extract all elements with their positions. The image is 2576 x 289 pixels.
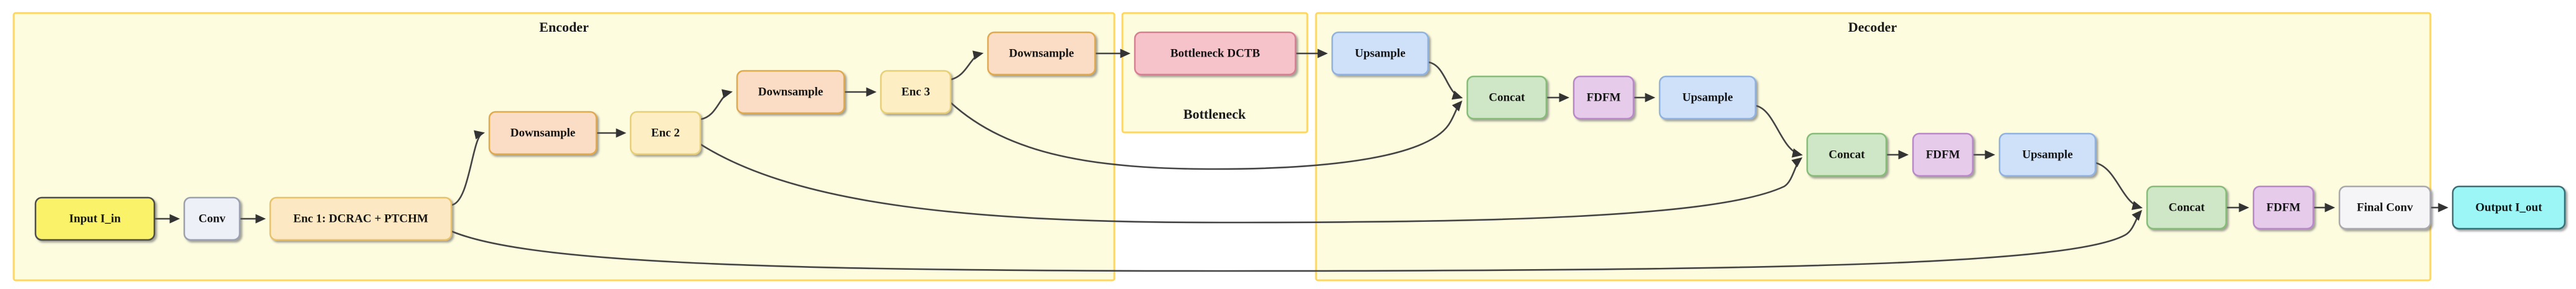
node-down1[interactable]: Downsample (488, 111, 598, 155)
node-label-up1: Upsample (1355, 47, 1405, 60)
node-label-down3: Downsample (1009, 47, 1074, 60)
edge-enc2-to-concat2 (700, 143, 1803, 224)
node-label-fdfm1: FDFM (1587, 91, 1621, 104)
edge-enc1-to-concat3 (451, 209, 2142, 272)
node-box-concat3[interactable] (2146, 185, 2227, 230)
node-box-input[interactable] (34, 196, 156, 241)
edge-up1-to-concat1 (1427, 61, 1463, 100)
node-box-bottleneck[interactable] (1134, 31, 1297, 76)
node-label-fdfm3: FDFM (2267, 201, 2301, 214)
node-concat2[interactable]: Concat (1806, 132, 1887, 177)
edge-enc3-to-concat1 (950, 100, 1462, 170)
node-label-bottleneck: Bottleneck DCTB (1170, 47, 1260, 60)
node-box-up1[interactable] (1331, 31, 1429, 76)
node-finalconv[interactable]: Final Conv (2338, 185, 2432, 230)
node-bottleneck[interactable]: Bottleneck DCTB (1134, 31, 1297, 76)
node-box-conv[interactable] (183, 196, 241, 241)
node-label-concat2: Concat (1828, 148, 1865, 161)
node-fdfm1[interactable]: FDFM (1572, 75, 1635, 120)
node-box-concat2[interactable] (1806, 132, 1887, 177)
node-input[interactable]: Input I_in (34, 196, 156, 241)
node-fdfm3[interactable]: FDFM (2252, 185, 2315, 230)
node-enc2[interactable]: Enc 2 (629, 111, 702, 155)
node-box-enc3[interactable] (880, 70, 952, 114)
cluster-label-encoder: Encoder (539, 19, 589, 35)
node-conv[interactable]: Conv (183, 196, 241, 241)
node-label-up2: Upsample (1682, 91, 1732, 104)
node-label-fdfm2: FDFM (1926, 148, 1960, 161)
node-box-enc2[interactable] (629, 111, 702, 155)
node-label-input: Input I_in (69, 212, 121, 225)
node-down3[interactable]: Downsample (987, 31, 1096, 76)
node-box-up3[interactable] (1998, 132, 2097, 177)
node-box-fdfm3[interactable] (2252, 185, 2315, 230)
node-fdfm2[interactable]: FDFM (1912, 132, 1974, 177)
node-label-down1: Downsample (510, 126, 576, 139)
node-concat1[interactable]: Concat (1466, 75, 1548, 120)
node-box-down3[interactable] (987, 31, 1096, 76)
node-box-down2[interactable] (736, 70, 845, 114)
cluster-label-bottleneck: Bottleneck (1183, 106, 1246, 122)
node-box-fdfm2[interactable] (1912, 132, 1974, 177)
node-group: Input I_in Conv Enc 1: DCRAC + PTCHM Downsa… (34, 31, 2566, 241)
node-box-fdfm1[interactable] (1572, 75, 1635, 120)
node-box-concat1[interactable] (1466, 75, 1548, 120)
node-label-up3: Upsample (2022, 148, 2072, 161)
node-label-enc3: Enc 3 (901, 85, 930, 98)
node-box-finalconv[interactable] (2338, 185, 2432, 230)
node-up1[interactable]: Upsample (1331, 31, 1429, 76)
node-output[interactable]: Output I_out (2451, 185, 2566, 230)
node-concat3[interactable]: Concat (2146, 185, 2227, 230)
node-label-concat1: Concat (1488, 91, 1525, 104)
node-enc3[interactable]: Enc 3 (880, 70, 952, 114)
edge-enc1-to-down1 (451, 130, 485, 206)
node-up2[interactable]: Upsample (1658, 75, 1757, 120)
node-box-up2[interactable] (1658, 75, 1757, 120)
node-enc1[interactable]: Enc 1: DCRAC + PTCHM (269, 196, 453, 241)
edge-enc3-to-down3 (950, 50, 984, 81)
node-up3[interactable]: Upsample (1998, 132, 2097, 177)
node-box-enc1[interactable] (269, 196, 453, 241)
node-box-down1[interactable] (488, 111, 598, 155)
cluster-label-decoder: Decoder (1848, 19, 1897, 35)
node-label-down2: Downsample (758, 85, 824, 98)
node-label-enc1: Enc 1: DCRAC + PTCHM (293, 212, 428, 225)
edge-enc2-to-down2 (700, 89, 733, 121)
node-label-output: Output I_out (2475, 201, 2542, 214)
node-down2[interactable]: Downsample (736, 70, 845, 114)
node-label-enc2: Enc 2 (651, 126, 680, 139)
edge-up3-to-concat3 (2095, 162, 2143, 210)
node-label-concat3: Concat (2168, 201, 2205, 214)
edge-group (154, 48, 2449, 272)
node-label-conv: Conv (199, 212, 226, 225)
edge-up2-to-concat2 (1755, 104, 1803, 158)
node-label-finalconv: Final Conv (2357, 201, 2414, 214)
node-box-output[interactable] (2451, 185, 2566, 230)
